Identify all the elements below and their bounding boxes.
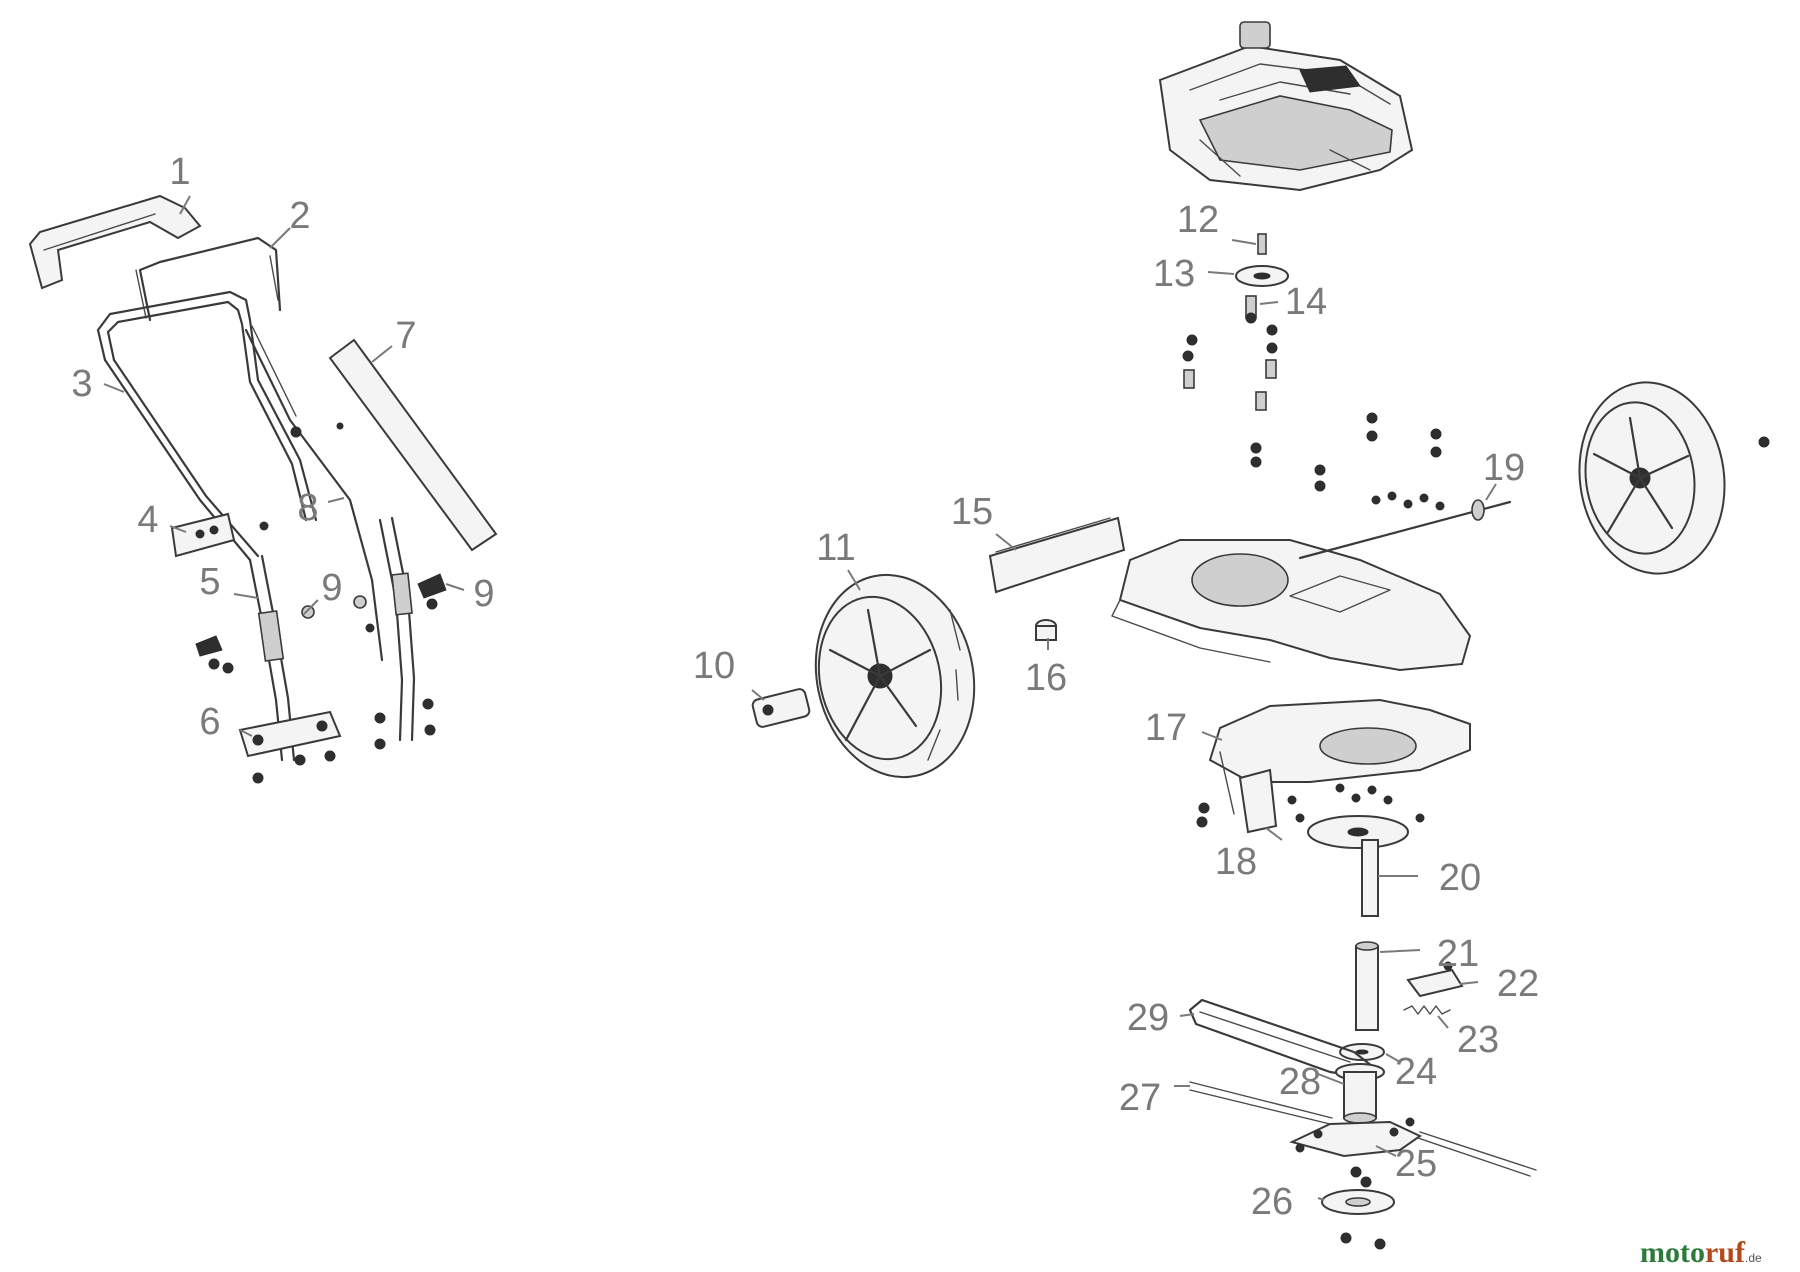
engine: [1158, 21, 1414, 192]
part-24-washer: [1339, 1043, 1385, 1061]
watermark-part1: moto: [1640, 1236, 1705, 1269]
part-19-axle-rod: [1298, 499, 1512, 560]
callout-16: 16: [1025, 657, 1067, 699]
callout-19: 19: [1483, 447, 1525, 489]
callout-1: 1: [169, 151, 190, 193]
watermark-part2: ruf: [1705, 1236, 1746, 1269]
part-1-handle-grip: [28, 194, 202, 290]
callout-9-left: 9: [321, 567, 342, 609]
callout-17: 17: [1145, 707, 1187, 749]
part-26-cover-plate: [1321, 1189, 1395, 1250]
callout-5: 5: [199, 561, 220, 603]
motoruf-watermark: motoruf.de: [1640, 1236, 1762, 1269]
part-12-bolt: [1257, 233, 1267, 255]
part-14-bolt: [1245, 295, 1257, 324]
part-18-bracket: [1196, 768, 1425, 834]
svg-text:motoruf.de: motoruf.de: [1640, 1236, 1762, 1269]
callout-4: 4: [137, 499, 158, 541]
callout-29: 29: [1127, 997, 1169, 1039]
part-25-cutter-hub: [1289, 1117, 1422, 1188]
part-7-cable-cover: [328, 338, 498, 552]
callout-13: 13: [1153, 253, 1195, 295]
part-5-lower-handle: [248, 516, 416, 762]
callout-27: 27: [1119, 1077, 1161, 1119]
callout-10: 10: [693, 645, 735, 687]
callout-11: 11: [816, 527, 855, 569]
callout-20: 20: [1439, 857, 1481, 899]
engine-bolts: [1182, 324, 1445, 511]
part-6-base-bracket: [238, 710, 342, 784]
part-10-axle-plate: [751, 688, 811, 728]
callout-23: 23: [1457, 1019, 1499, 1061]
callout-24: 24: [1395, 1051, 1437, 1093]
part-13-flange: [1235, 265, 1289, 287]
callout-2: 2: [289, 195, 310, 237]
callout-26: 26: [1251, 1181, 1293, 1223]
part-11-wheel-left: [814, 573, 976, 779]
part-22-lever: [1406, 961, 1464, 998]
callout-21: 21: [1437, 933, 1479, 975]
callout-22: 22: [1497, 963, 1539, 1005]
part-17-cutter-housing: [1208, 698, 1471, 815]
callout-6: 6: [199, 701, 220, 743]
part-28-pulley: [1335, 1063, 1385, 1124]
callout-8: 8: [297, 487, 318, 529]
part-8-throttle-cable: [244, 325, 384, 662]
part-9-clamp-right: [259, 521, 447, 750]
callout-numbers: 1 2 3 4 5 6 7 8 9 9 10 11 12 13 14 15 16…: [71, 151, 1539, 1223]
callout-9-right: 9: [473, 573, 494, 615]
callout-3: 3: [71, 363, 92, 405]
part-9-clamp-left: [195, 595, 367, 674]
part-2-control-bail: [135, 236, 282, 322]
part-27-cutting-line-left: [1189, 1081, 1333, 1125]
callout-7: 7: [395, 315, 416, 357]
part-cutting-line-right: [1417, 1131, 1537, 1177]
callout-25: 25: [1395, 1143, 1437, 1185]
callout-15: 15: [951, 491, 993, 533]
watermark-suffix: .de: [1745, 1251, 1762, 1265]
part-20-spindle-plate: [1307, 815, 1409, 917]
part-23-spring: [1403, 1005, 1451, 1015]
leader-lines: [103, 195, 1497, 1201]
callout-28: 28: [1279, 1061, 1321, 1103]
callout-14: 14: [1285, 281, 1327, 323]
part-deck-frame: [1111, 539, 1472, 672]
part-15-guard-plate: [988, 516, 1126, 594]
part-4-handle-bracket: [170, 512, 236, 558]
callout-12: 12: [1177, 199, 1219, 241]
part-16-pin: [1035, 619, 1057, 641]
part-21-shaft: [1355, 941, 1379, 1031]
callout-18: 18: [1215, 841, 1257, 883]
part-wheel-right: [1578, 381, 1770, 575]
part-3-upper-handle: [96, 290, 318, 562]
